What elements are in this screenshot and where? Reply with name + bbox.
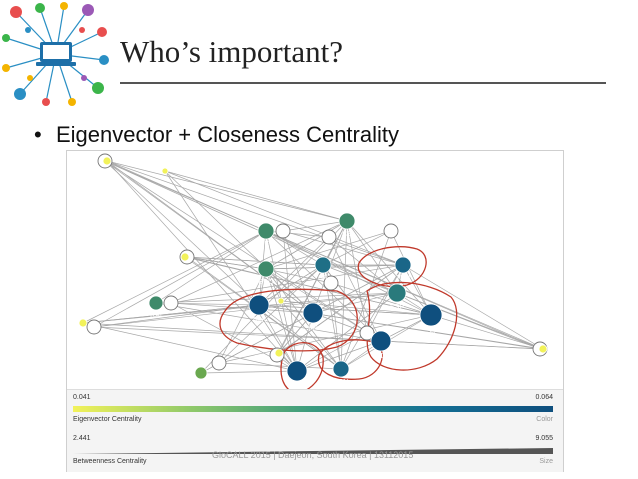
- node-label-tdh: TDH: [396, 275, 410, 282]
- node-label-asn: ASN: [334, 379, 348, 386]
- node-es: [287, 361, 307, 381]
- node-if: [195, 367, 207, 379]
- slide-title: Who’s important?: [120, 34, 343, 70]
- bullet-text: Eigenvector + Closeness Centrality: [56, 122, 399, 147]
- node-rai: [149, 296, 163, 310]
- node-met: [258, 223, 274, 239]
- edge-105: [94, 231, 266, 327]
- edge-111: [107, 161, 347, 221]
- size-channel-label: Size: [539, 458, 553, 465]
- node-label-kr: KR: [308, 325, 318, 332]
- node-label-sr: SR: [318, 275, 328, 282]
- edge-39: [105, 161, 381, 341]
- node-bdo: [258, 261, 274, 277]
- node-sr: [315, 257, 331, 273]
- node-unlabeled-5: [164, 296, 178, 310]
- node-kr: [303, 303, 323, 323]
- color-metric-label: Eigenvector Centrality: [73, 416, 141, 423]
- bullet-item: •Eigenvector + Closeness Centrality: [34, 122, 399, 148]
- node-unlabeled-6: [87, 320, 101, 334]
- node-label-if: IF: [198, 381, 204, 388]
- node-y5: [539, 345, 547, 353]
- size-max-value: 9.055: [535, 435, 553, 442]
- node-label-met: MET: [259, 241, 275, 248]
- network-people-logo: [2, 2, 110, 106]
- node-label-sd: SD: [376, 353, 386, 360]
- size-min-value: 2.441: [73, 435, 91, 442]
- node-y2: [79, 319, 87, 327]
- node-label-cs: CS: [342, 231, 352, 238]
- title-divider: [120, 82, 606, 84]
- slide-footer: GloCALL 2015 | Daejeon, South Korea | 13…: [212, 450, 413, 460]
- node-label-tmk: TMK: [252, 317, 267, 324]
- color-channel-label: Color: [536, 416, 553, 423]
- node-unlabeled-4: [384, 224, 398, 238]
- color-metric-row: Eigenvector Centrality Color: [73, 416, 553, 426]
- node-y4: [275, 349, 283, 357]
- node-tmk: [249, 295, 269, 315]
- edge-79: [107, 161, 403, 265]
- node-label-rai: RAI: [150, 312, 162, 319]
- node-unlabeled-3: [322, 230, 336, 244]
- node-unlabeled-7: [212, 356, 226, 370]
- edge-74: [397, 293, 540, 349]
- node-y7: [162, 168, 168, 174]
- node-tdh: [395, 257, 411, 273]
- node-unlabeled-2: [276, 224, 290, 238]
- node-label-ss: SS: [426, 328, 436, 335]
- node-y1: [103, 157, 111, 165]
- bullet-dot: •: [34, 122, 56, 148]
- color-range-row: 0.041 0.064: [73, 394, 553, 404]
- edge-55: [341, 265, 403, 369]
- color-max-value: 0.064: [535, 394, 553, 401]
- size-metric-label: Betweenness Centrality: [73, 458, 147, 465]
- node-y6: [278, 298, 284, 304]
- node-sd: [371, 331, 391, 351]
- eigenvector-color-gradient: [73, 406, 553, 412]
- edge-7: [105, 161, 259, 305]
- node-y3: [181, 253, 189, 261]
- node-asn: [333, 361, 349, 377]
- node-ssp: [388, 284, 406, 302]
- edge-131: [83, 323, 297, 371]
- node-label-ssp: SSP: [390, 304, 404, 311]
- color-min-value: 0.041: [73, 394, 91, 401]
- node-label-bdo: BDO: [258, 279, 274, 286]
- edge-49: [165, 171, 297, 371]
- node-ss: [420, 304, 442, 326]
- node-cs: [339, 213, 355, 229]
- edge-46: [201, 371, 297, 373]
- size-range-row: 2.441 9.055: [73, 435, 553, 445]
